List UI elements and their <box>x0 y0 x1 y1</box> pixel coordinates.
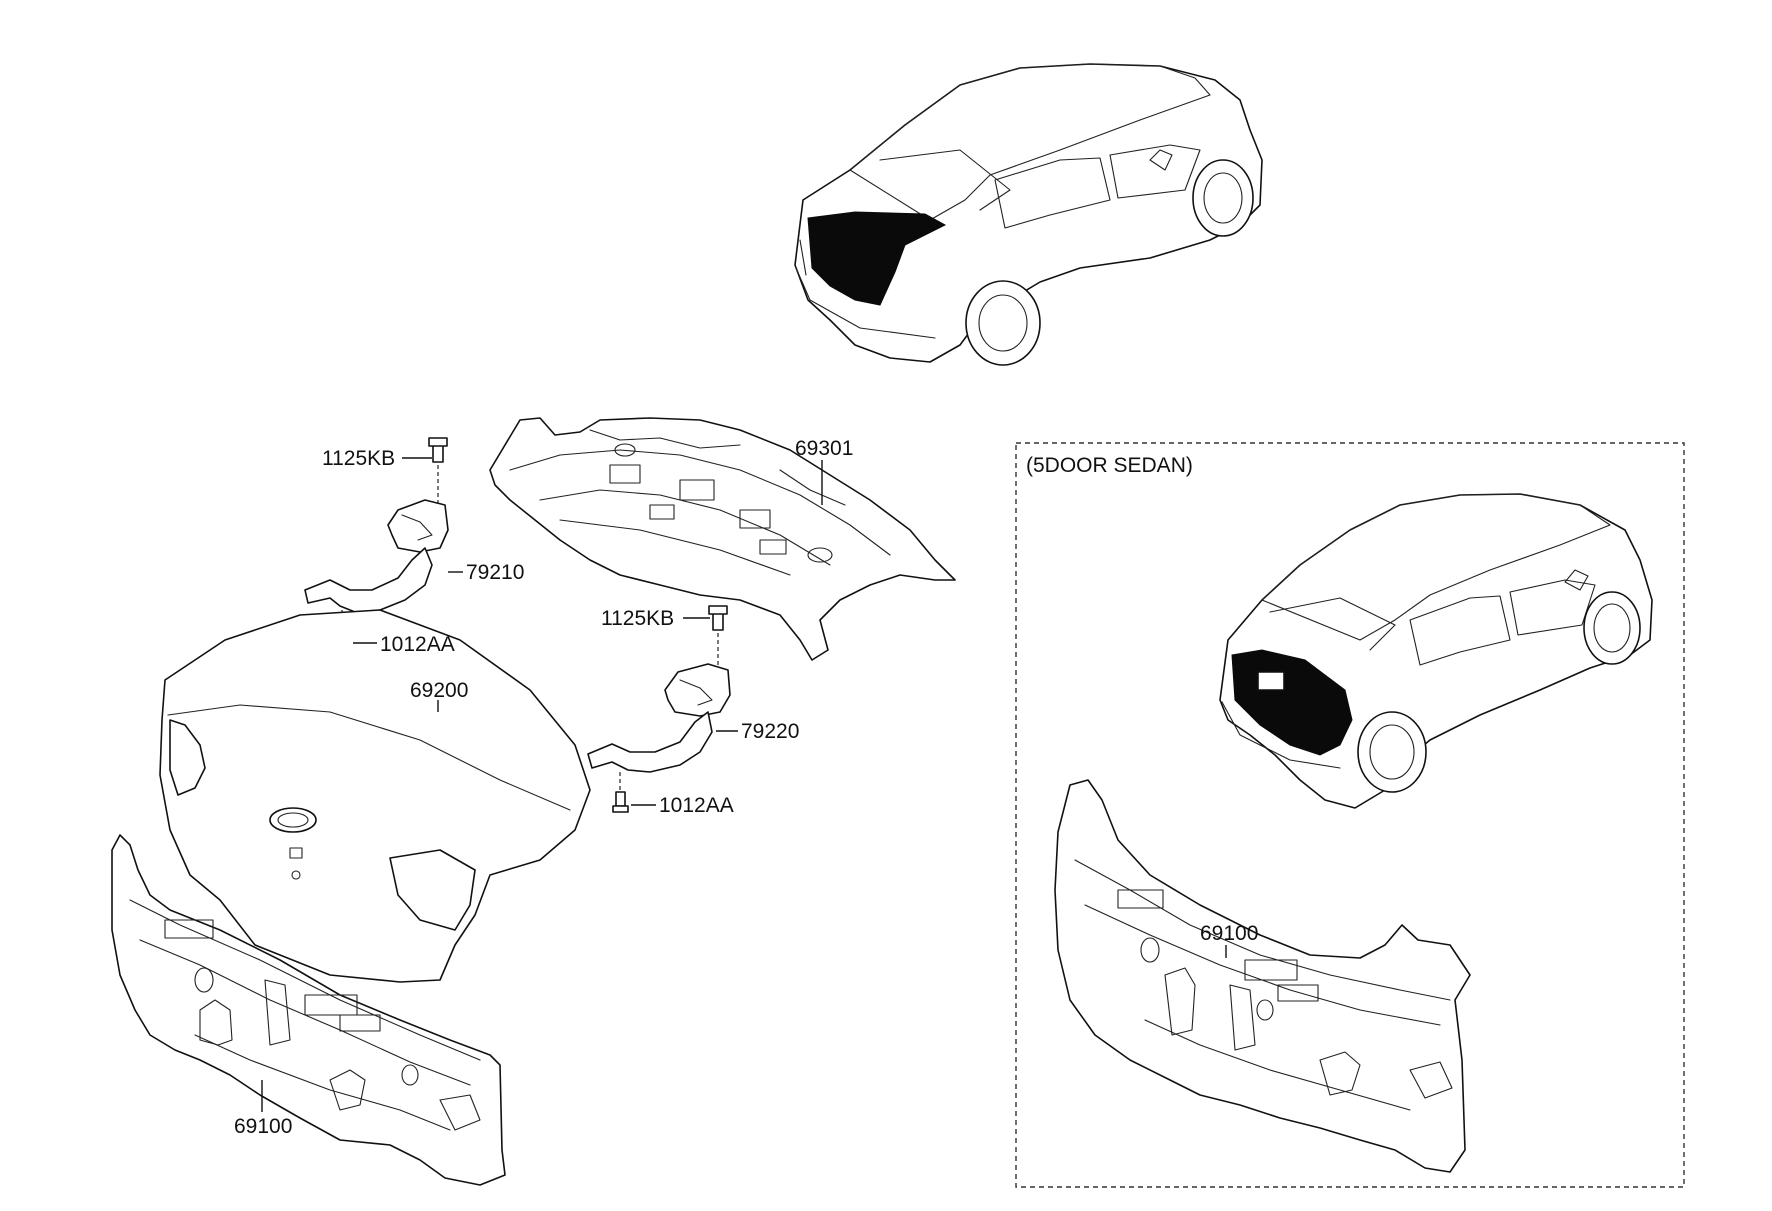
callout-back-panel-5door: 69100 <box>1200 922 1258 945</box>
callout-hinge-right: 79220 <box>741 720 799 743</box>
leader-lines <box>261 457 1227 1112</box>
callout-bolt-upper-left: 1125KB <box>322 447 395 470</box>
callout-package-tray: 69301 <box>795 437 853 460</box>
back-panel-5door-part <box>1054 779 1471 1173</box>
hinge-left-part <box>304 437 449 653</box>
callout-bolt-lower-right: 1012AA <box>659 794 734 817</box>
sedan-car-illustration <box>794 63 1263 366</box>
callout-trunk-lid: 69200 <box>410 679 468 702</box>
back-panel-sedan-part <box>111 834 506 1186</box>
callout-back-panel-sedan: 69100 <box>234 1115 292 1138</box>
hinge-right-part <box>587 605 731 813</box>
callout-hinge-left: 79210 <box>466 561 524 584</box>
variant-box-label: (5DOOR SEDAN) <box>1026 454 1193 477</box>
callout-bolt-upper-right: 1125KB <box>601 607 674 630</box>
variant-box <box>1015 442 1685 1188</box>
callout-bolt-lower-left: 1012AA <box>380 633 455 656</box>
trunk-lid-part <box>159 609 591 983</box>
hatchback-car-illustration <box>1219 493 1653 809</box>
package-tray-part <box>489 417 956 661</box>
